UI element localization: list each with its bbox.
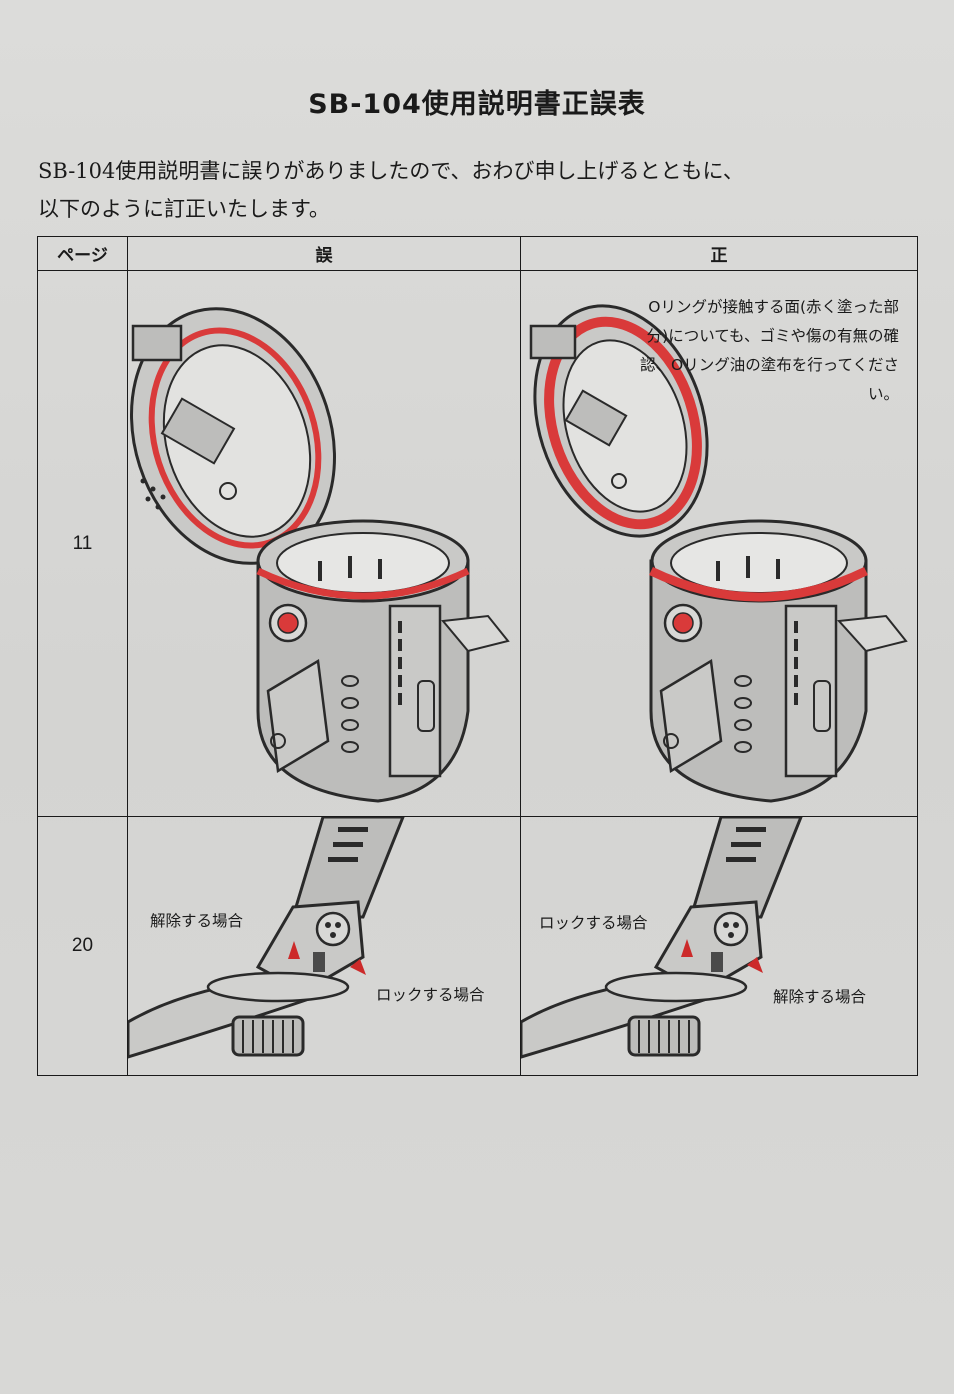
strobe-housing-correct-illustration — [529, 304, 908, 803]
row-page-number: 20 — [37, 816, 128, 1076]
table-row: 11 — [37, 270, 918, 818]
wrong-arm-cell: 解除する場合 ロックする場合 — [127, 816, 521, 1076]
unlock-arrow-icon — [747, 957, 763, 974]
header-correct: 正 — [520, 235, 918, 272]
label-release: 解除する場合 — [150, 912, 244, 931]
housing-lid — [130, 307, 336, 565]
label-lock: ロックする場合 — [539, 914, 648, 933]
arm-mount-correct-illustration — [521, 817, 803, 1059]
lock-arrow-icon — [681, 939, 693, 958]
row-page-number: 11 — [37, 270, 128, 818]
intro-line-1: SB-104使用説明書に誤りがありましたので、おわび申し上げるとともに、 — [38, 159, 744, 183]
correct-arm-cell: ロックする場合 解除する場合 — [520, 816, 918, 1076]
lock-arrow-icon — [350, 959, 366, 976]
housing-body — [649, 519, 908, 803]
intro-text: SB-104使用説明書に誤りがありましたので、おわび申し上げるとともに、 以下の… — [38, 152, 898, 228]
label-lock: ロックする場合 — [376, 986, 485, 1005]
table-header-row: ページ 誤 正 — [37, 235, 918, 272]
correction-note: Oリングが接触する面(赤く塗った部分)についても、ゴミや傷の有無の確認、Oリング… — [640, 298, 899, 404]
intro-line-2: 以下のように訂正いたします。 — [38, 197, 330, 221]
strobe-housing-wrong-illustration — [130, 307, 510, 803]
label-release: 解除する場合 — [773, 988, 867, 1007]
housing-lid — [529, 304, 709, 538]
wrong-illustration-cell — [127, 270, 521, 818]
page-title: SB-104使用説明書正誤表 — [308, 89, 646, 120]
errata-table: ページ 誤 正 11 — [37, 235, 918, 1076]
correct-illustration-cell: Oリングが接触する面(赤く塗った部分)についても、ゴミや傷の有無の確認、Oリング… — [520, 270, 918, 818]
arm-mount-wrong-illustration — [128, 817, 405, 1059]
header-wrong: 誤 — [127, 235, 521, 272]
header-page: ページ — [37, 235, 128, 272]
housing-body — [256, 519, 510, 803]
unlock-arrow-icon — [288, 941, 300, 960]
table-row: 20 解除する場合 ロックする場合 — [37, 816, 918, 1076]
show-through-texture — [430, 64, 447, 84]
